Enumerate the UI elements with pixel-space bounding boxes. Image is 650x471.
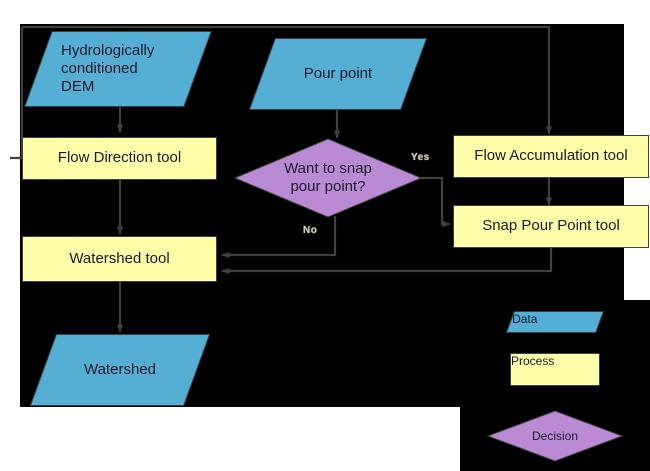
node-hydrologically-conditioned-dem[interactable]: Hydrologically conditioned DEM	[24, 31, 212, 107]
node-label-watershed-tool: Watershed tool	[69, 249, 170, 267]
node-label-snap-pour-point-tool: Snap Pour Point tool	[482, 217, 620, 235]
node-watershed[interactable]: Watershed	[29, 334, 211, 406]
node-flow-direction-tool[interactable]: Flow Direction tool	[22, 137, 217, 180]
legend-label-decision: Decision	[531, 428, 579, 443]
node-label-watershed: Watershed	[84, 360, 156, 378]
node-decision-want-to-snap-pour-point[interactable]: Want to snap pour point?	[234, 138, 422, 218]
legend-label-data: Data	[512, 312, 538, 326]
legend-decision: Decision	[487, 410, 623, 462]
decision-diamond-shape	[234, 138, 422, 218]
node-label-flow-accumulation-tool: Flow Accumulation tool	[474, 147, 628, 165]
node-watershed-tool[interactable]: Watershed tool	[22, 236, 217, 282]
legend-label-process: Process	[511, 354, 555, 368]
node-pour-point[interactable]: Pour point	[248, 38, 428, 110]
node-flow-accumulation-tool[interactable]: Flow Accumulation tool	[453, 135, 649, 178]
node-label-decision: Want to snap pour point?	[284, 160, 372, 195]
edge-label-no: No	[303, 225, 318, 236]
node-snap-pour-point-tool[interactable]: Snap Pour Point tool	[453, 205, 649, 248]
edge-label-yes: Yes	[411, 152, 430, 163]
legend-data: Data	[505, 311, 605, 333]
legend-decision-diamond-shape	[487, 410, 623, 462]
legend-process: Process	[510, 353, 600, 386]
node-label-pour-point: Pour point	[303, 64, 373, 82]
node-label-flow-direction-tool: Flow Direction tool	[57, 149, 182, 167]
